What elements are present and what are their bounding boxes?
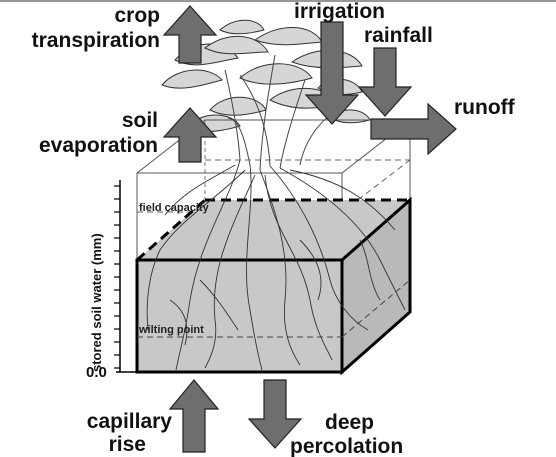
crop-transpiration-label-line2: transpiration [32,29,160,52]
soil-evaporation-label-line1: soil [122,109,158,132]
leaf [253,27,323,46]
soil-side-face [340,196,412,376]
irrigation-arrow [304,21,360,125]
root [146,169,246,331]
rainfall-arrow [357,47,413,117]
plant-stem [279,79,306,169]
root [359,239,381,301]
runoff-arrow [370,102,457,156]
leaf [161,69,223,89]
plant-stem [224,69,241,161]
soil-front-face [135,258,344,374]
capillary-rise-label-line1: capillary [87,410,173,433]
crop-transpiration-label-line1: crop [114,4,160,27]
rainfall-label: rainfall [364,24,433,47]
capillary-rise-arrow [168,379,220,453]
leaf [204,35,269,55]
leaf [219,19,265,35]
axis-label: stored soil water (mm) [89,233,104,372]
irrigation-label: irrigation [294,0,385,23]
leaf [239,63,313,85]
deep-percolation-arrow [247,379,303,449]
deep-percolation-label-line1: deep [325,411,374,434]
plant-roots [146,159,406,371]
root [299,239,322,301]
root [246,164,263,371]
root [169,299,188,346]
wilting-point-label: wilting point [138,324,204,336]
axis-ticks [114,185,120,369]
root [259,169,301,366]
deep-percolation-label-line2: percolation [290,435,403,457]
root [279,167,406,311]
plant-stem [239,74,271,167]
soil-evaporation-arrow [162,107,218,163]
runoff-label: runoff [454,96,516,119]
soil-box [135,119,412,376]
root [204,174,256,369]
wilting-point-side-line [341,279,411,338]
soil-evaporation-label-line2: evaporation [39,134,158,157]
plant-stem [227,117,251,166]
root [164,164,236,216]
stored-soil-water-axis: stored soil water (mm) 0.0 [86,180,137,381]
root [269,165,369,331]
axis-zero-label: 0.0 [86,364,107,381]
crop-transpiration-arrow [162,5,218,64]
root [289,169,396,231]
plant-stem [259,54,276,171]
capillary-rise-label-line2: rise [109,433,146,456]
root [264,174,333,361]
root [199,279,239,331]
field-capacity-label: field capacity [139,202,210,214]
root [175,159,241,371]
flux-arrows [162,5,457,453]
